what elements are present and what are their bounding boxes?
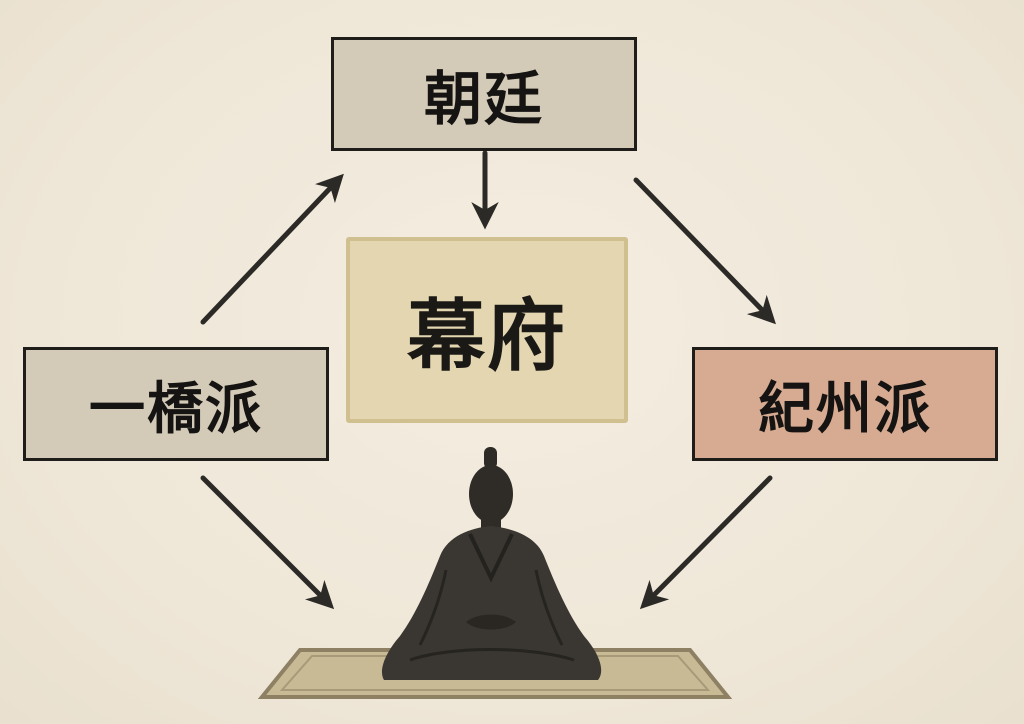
arrow-court-to-kishu [633, 177, 776, 325]
arrow-hitotsubashi-to-court [200, 173, 344, 325]
kishu-faction-label: 紀州派 [758, 375, 932, 442]
arrow-kishu-to-figure [639, 475, 773, 610]
hitotsubashi-faction-node: 一橋派 [23, 347, 329, 461]
court-node: 朝廷 [331, 37, 637, 151]
hitotsubashi-faction-label: 一橋派 [89, 375, 263, 442]
arrow-hitotsubashi-to-figure [200, 475, 335, 610]
kishu-faction-node: 紀州派 [692, 347, 998, 461]
shogunate-label: 幕府 [406, 291, 567, 382]
shogunate-node: 幕府 [346, 237, 628, 423]
seated-shogun-silhouette-icon [381, 447, 602, 680]
court-label: 朝廷 [423, 65, 544, 133]
